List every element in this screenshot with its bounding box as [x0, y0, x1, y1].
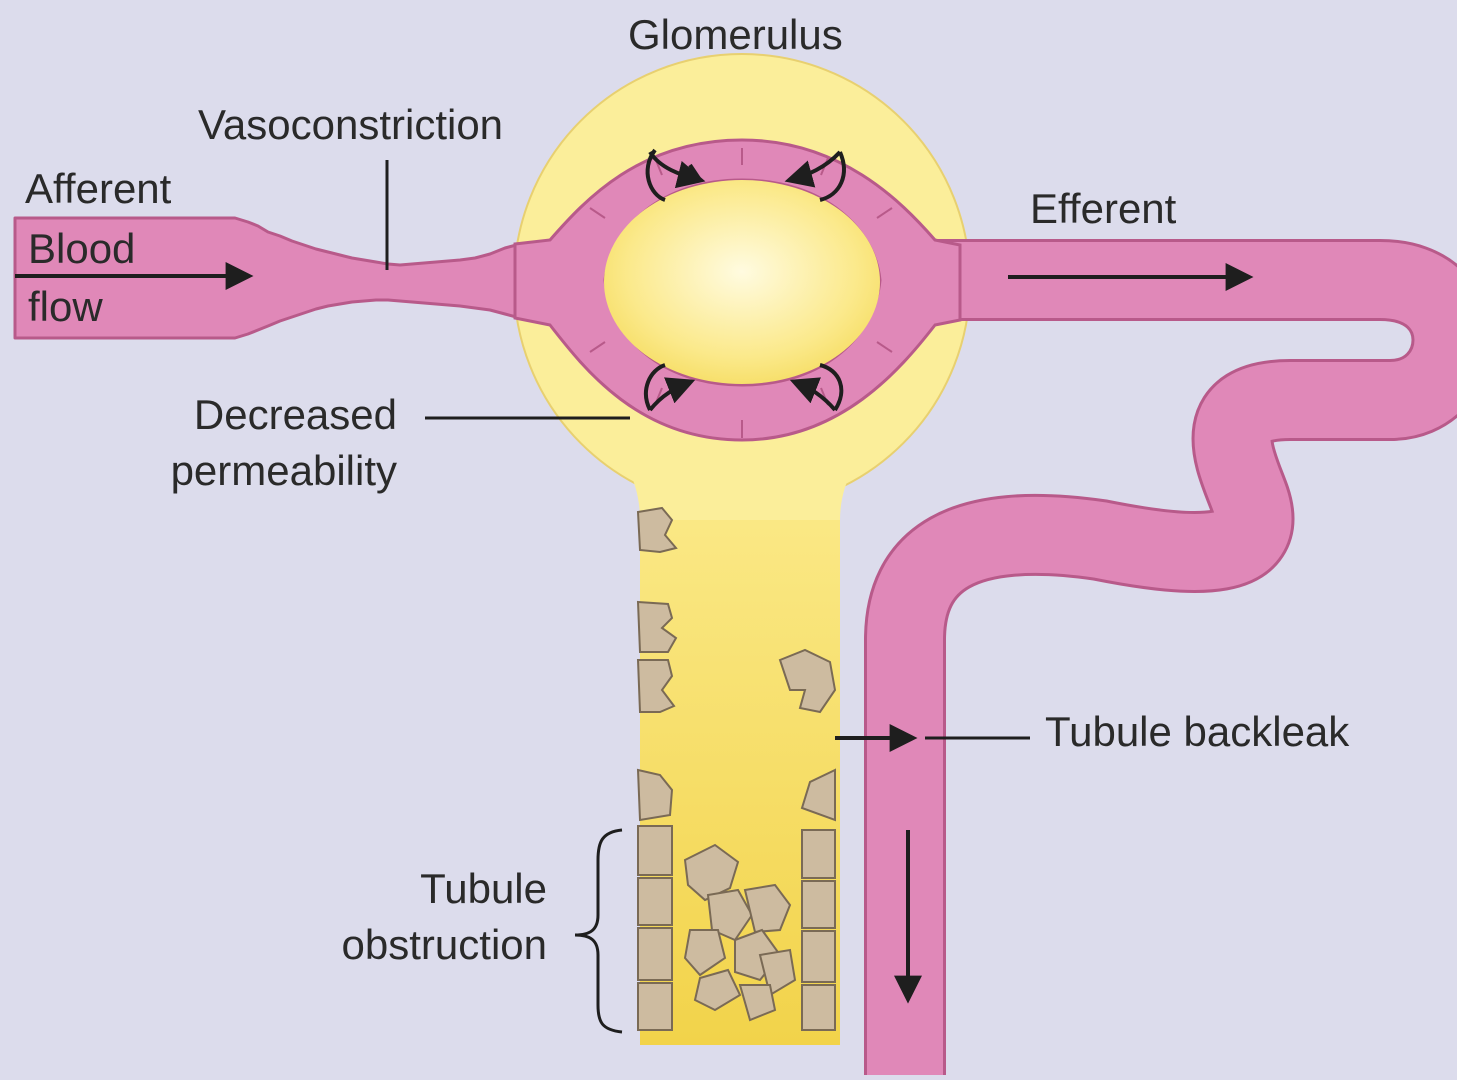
- label-glomerulus: Glomerulus: [628, 8, 843, 62]
- label-flow: flow: [28, 280, 103, 334]
- label-tubule-backleak: Tubule backleak: [1045, 705, 1349, 759]
- label-blood: Blood: [28, 222, 135, 276]
- label-permeability: permeability: [171, 444, 397, 498]
- obstruction-brace: [575, 830, 622, 1032]
- label-vasoconstriction: Vasoconstriction: [198, 98, 503, 152]
- label-tubule: Tubule: [420, 862, 547, 916]
- label-afferent: Afferent: [25, 162, 171, 216]
- label-efferent: Efferent: [1030, 182, 1176, 236]
- label-decreased: Decreased: [194, 388, 397, 442]
- efferent-tube: [905, 280, 1453, 1075]
- tubule-neck: [600, 430, 884, 520]
- label-obstruction: obstruction: [342, 918, 547, 972]
- glomerulus-core: [604, 180, 880, 384]
